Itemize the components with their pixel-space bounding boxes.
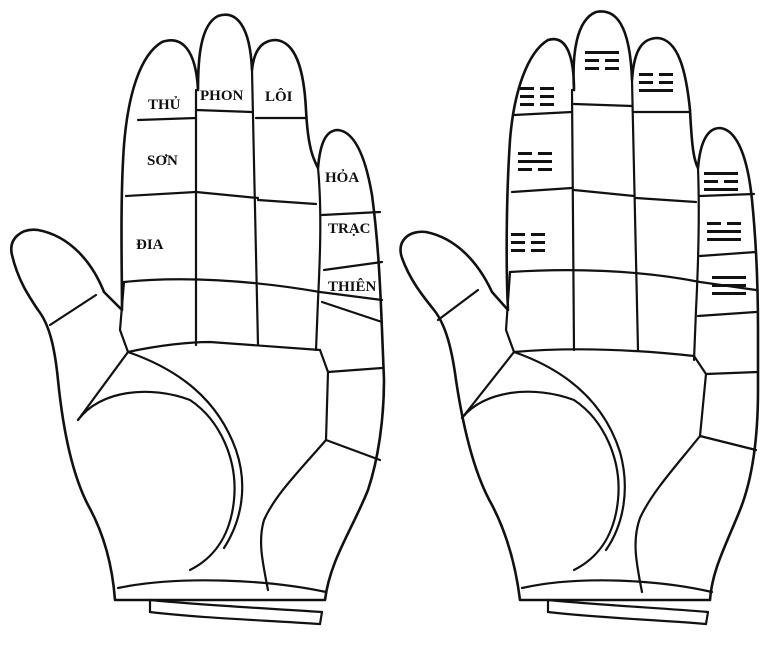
right-hand xyxy=(401,11,758,624)
trigram-line-broken xyxy=(531,241,545,244)
trigram-line-broken xyxy=(585,59,599,62)
label-phon: PHON xyxy=(200,88,243,104)
trigram-line-broken xyxy=(605,59,619,62)
trigram-line-broken xyxy=(531,233,545,236)
right-hand-outline xyxy=(401,11,758,600)
trigram-line-broken xyxy=(518,168,532,171)
trigram-line-broken xyxy=(659,73,673,76)
trigram-line-solid xyxy=(704,188,738,191)
trigram-index-base xyxy=(511,233,545,252)
label-thu: THỦ xyxy=(148,96,181,113)
trigram-line-broken xyxy=(707,222,721,225)
trigram-line-broken xyxy=(639,73,653,76)
label-trac: TRẠC xyxy=(328,221,371,237)
trigram-line-broken xyxy=(540,103,554,106)
trigram-pinky-middle xyxy=(707,222,741,241)
trigram-symbols xyxy=(511,51,746,295)
label-dia: ĐIA xyxy=(136,237,164,253)
trigram-line-broken xyxy=(520,95,534,98)
trigram-line-broken xyxy=(605,67,619,70)
trigram-line-broken xyxy=(538,168,552,171)
trigram-line-broken xyxy=(538,152,552,155)
trigram-ring-top xyxy=(639,73,673,92)
trigram-middle-top xyxy=(585,51,619,70)
trigram-line-broken xyxy=(511,241,525,244)
trigram-line-solid xyxy=(712,284,746,287)
trigram-pinky-top xyxy=(704,172,738,191)
trigram-line-broken xyxy=(659,81,673,84)
trigram-line-solid xyxy=(704,172,738,175)
trigram-line-broken xyxy=(518,152,532,155)
trigram-line-broken xyxy=(724,180,738,183)
trigram-line-broken xyxy=(639,81,653,84)
trigram-line-solid xyxy=(712,292,746,295)
label-hoa: HỎA xyxy=(325,169,359,186)
trigram-index-middle xyxy=(518,152,552,171)
trigram-line-broken xyxy=(540,95,554,98)
label-loi: LÔI xyxy=(265,88,293,105)
left-hand-outline xyxy=(11,15,384,600)
label-thien: THIÊN xyxy=(328,278,377,295)
trigram-line-solid xyxy=(639,89,673,92)
trigram-line-broken xyxy=(520,87,534,90)
trigram-line-broken xyxy=(704,180,718,183)
trigram-line-broken xyxy=(540,87,554,90)
trigram-pinky-base xyxy=(712,276,746,295)
trigram-line-broken xyxy=(727,222,741,225)
trigram-line-solid xyxy=(707,230,741,233)
trigram-index-top xyxy=(520,87,554,106)
trigram-line-solid xyxy=(712,276,746,279)
trigram-line-broken xyxy=(531,249,545,252)
trigram-line-broken xyxy=(520,103,534,106)
trigram-line-broken xyxy=(511,233,525,236)
trigram-line-solid xyxy=(518,160,552,163)
label-son: SƠN xyxy=(147,153,178,169)
trigram-line-broken xyxy=(585,67,599,70)
trigram-line-broken xyxy=(511,249,525,252)
left-hand: THỦ PHON LÔI SƠN HỎA ĐIA TRẠC THIÊN xyxy=(11,15,384,624)
trigram-line-solid xyxy=(707,238,741,241)
trigram-line-solid xyxy=(585,51,619,54)
